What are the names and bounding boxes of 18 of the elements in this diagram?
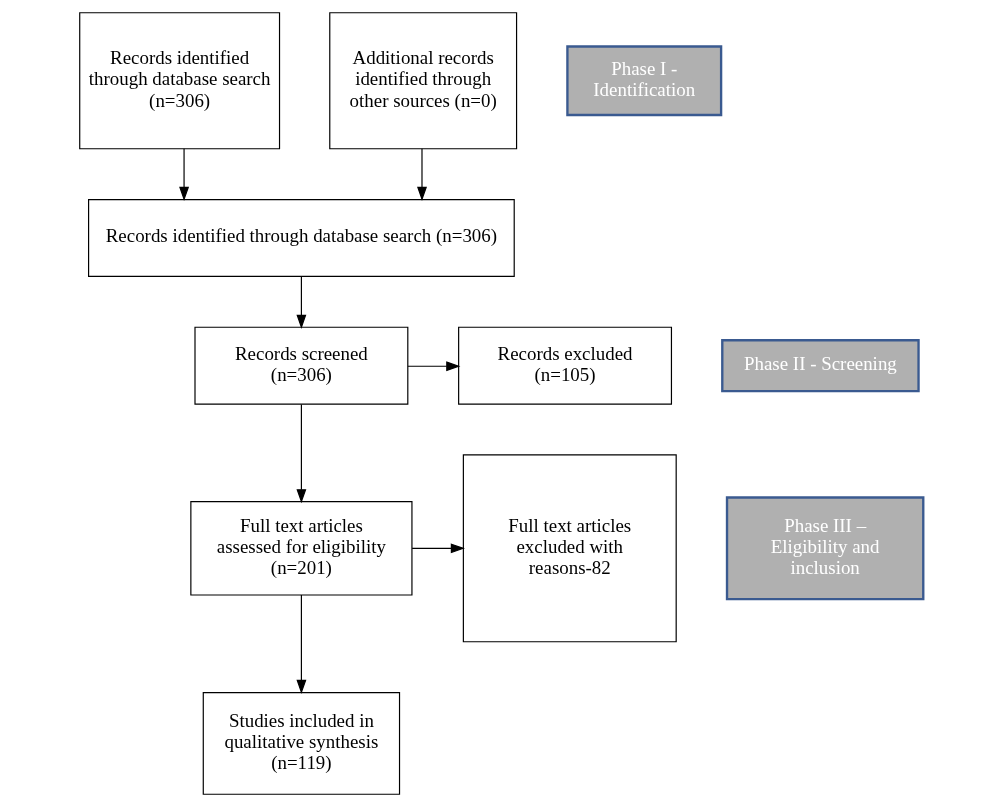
node-box: Phase I - Identification — [565, 45, 722, 117]
node-box: Records identified through database search (n=306) — [78, 12, 280, 150]
node-box: Phase III – Eligibility and inclusion — [725, 496, 924, 601]
node-box: Full text articles excluded with reasons-82 — [462, 454, 677, 643]
node-box: Additional records identified through other sources (n=0) — [328, 12, 517, 150]
arrow — [295, 594, 306, 695]
node-box: Records screened (n=306) — [193, 326, 408, 405]
arrow — [295, 276, 306, 329]
node-box: Studies included in qualitative synthesis (n=119) — [202, 691, 400, 795]
arrow — [411, 543, 465, 554]
arrow — [416, 148, 427, 202]
node-box: Records excluded (n=105) — [457, 326, 672, 405]
arrow — [178, 148, 189, 202]
arrow — [406, 361, 460, 372]
node-box: Phase II - Screening — [720, 339, 920, 393]
node-box: Full text articles assessed for eligibility (n=201) — [189, 501, 413, 596]
node-box: Records identified through database search (n=306) — [87, 198, 515, 277]
arrow — [295, 403, 306, 504]
